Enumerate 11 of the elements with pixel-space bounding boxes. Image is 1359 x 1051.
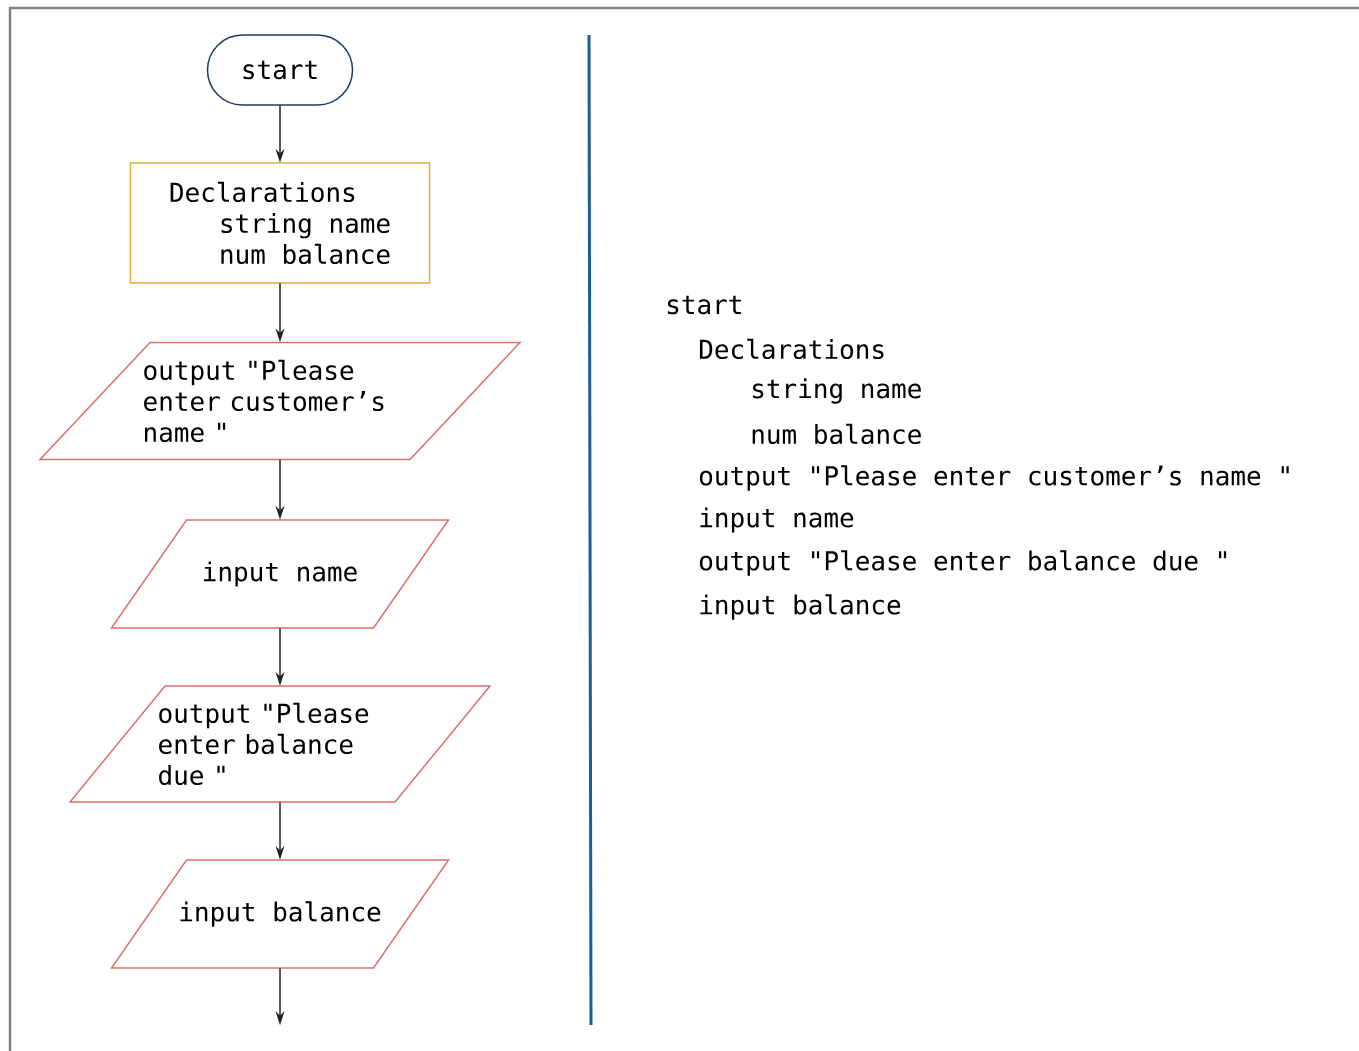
pseudocode-line: string name: [752, 378, 921, 404]
pseudocode-line: Declarations: [699, 338, 884, 360]
io-parallelogram: input balance: [110, 859, 450, 969]
pseudocode-line: num balance: [752, 423, 921, 445]
pseudocode-line: input name: [700, 507, 854, 533]
declarations-box: Declarations string name num balance: [129, 162, 431, 284]
pseudocode-line: output "Please enter balance due ": [699, 550, 1227, 576]
pseudocode-line: start: [667, 295, 741, 315]
pseudocode-line: output "Please enter customer’s name ": [699, 465, 1289, 491]
pseudocode-line: input balance: [700, 594, 901, 620]
io-parallelogram: input name: [110, 519, 450, 629]
